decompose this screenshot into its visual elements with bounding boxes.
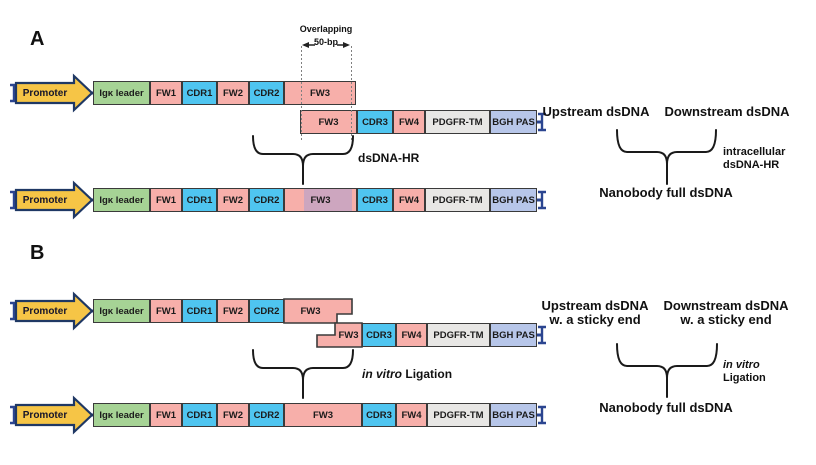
measure-arrowhead-left	[302, 42, 309, 48]
segment-igk-leader: Igκ leader	[93, 403, 150, 427]
segment-cdr3: CDR3	[357, 188, 393, 212]
measure-arrowhead-right	[343, 42, 350, 48]
segment-fw3-sticky-label: FW3	[300, 305, 321, 317]
construct-row-a-upstream: Promoter Igκ leader FW1 CDR1 FW2 CDR2 FW…	[0, 81, 816, 105]
segment-fw2: FW2	[217, 299, 249, 323]
segment-cdr2: CDR2	[249, 299, 284, 323]
segment-igk-leader: Igκ leader	[93, 299, 150, 323]
segment-cdr2: CDR2	[249, 81, 284, 105]
segment-pdgfr-tm: PDGFR-TM	[427, 323, 490, 347]
construct-row-b-downstream: FW3 CDR3 FW4 PDGFR-TM BGH PAS	[0, 323, 816, 347]
segment-fw3: FW3	[284, 403, 362, 427]
nanobody-full-dsdna-label-a: Nanobody full dsDNA	[599, 185, 733, 200]
segment-cdr3: CDR3	[362, 403, 396, 427]
segment-pdgfr-tm: PDGFR-TM	[427, 403, 490, 427]
segment-pdgfr-tm: PDGFR-TM	[425, 110, 490, 134]
segment-cdr2: CDR2	[249, 188, 284, 212]
upstream-dsdna-label-a: Upstream dsDNA	[542, 104, 650, 119]
segment-fw3: FW3	[284, 81, 356, 105]
segment-cdr1: CDR1	[182, 403, 217, 427]
upstream-dsdna-label-b: Upstream dsDNA	[541, 298, 649, 313]
segment-igk-leader: Igκ leader	[93, 188, 150, 212]
segment-bgh-pas: BGH PAS	[490, 110, 537, 134]
downstream-sticky-sublabel: w. a sticky end	[680, 312, 772, 327]
segment-fw2: FW2	[217, 81, 249, 105]
intracellular-note-line2: dsDNA-HR	[723, 159, 780, 171]
segment-bgh-pas: BGH PAS	[490, 323, 537, 347]
brace-intracellular-hr	[616, 129, 717, 165]
in-vitro-note-line1: in vitro	[723, 359, 760, 371]
brace-in-vitro-ligation	[252, 349, 354, 381]
segment-cdr3: CDR3	[362, 323, 396, 347]
overlap-measure: 50-bp	[313, 37, 339, 47]
nanobody-full-dsdna-label-b: Nanobody full dsDNA	[599, 400, 733, 415]
segment-cdr2: CDR2	[249, 403, 284, 427]
downstream-dsdna-label-a: Downstream dsDNA	[664, 104, 790, 119]
promoter-label: Promoter	[22, 409, 68, 421]
segment-fw4: FW4	[396, 323, 427, 347]
segment-cdr3: CDR3	[357, 110, 393, 134]
segment-bgh-pas: BGH PAS	[490, 188, 537, 212]
segment-fw4: FW4	[396, 403, 427, 427]
dsdna-hr-brace-label: dsDNA-HR	[358, 151, 420, 165]
segment-fw1: FW1	[150, 81, 182, 105]
in-vitro-ligation-note: in vitro Ligation	[723, 359, 766, 385]
segment-fw2: FW2	[217, 188, 249, 212]
in-vitro-ligation-brace-label: in vitro Ligation	[362, 367, 452, 381]
intracellular-note-line1: intracellular	[723, 146, 786, 158]
ligation-note-line2: Ligation	[723, 372, 766, 384]
segment-fw4: FW4	[393, 188, 425, 212]
segment-fw4: FW4	[393, 110, 425, 134]
intracellular-dsdna-hr-note: intracellular dsDNA-HR	[723, 146, 785, 172]
overlap-caption: Overlapping	[299, 24, 353, 34]
segment-fw1: FW1	[150, 299, 182, 323]
downstream-dsdna-label-b: Downstream dsDNA	[663, 298, 789, 313]
segment-pdgfr-tm: PDGFR-TM	[425, 188, 490, 212]
segment-fw3: FW3	[300, 110, 357, 134]
segment-igk-leader: Igκ leader	[93, 81, 150, 105]
ligation-word: Ligation	[405, 367, 453, 381]
segment-fw3-sticky-label: FW3	[338, 329, 359, 341]
panel-b-letter: B	[30, 242, 45, 264]
promoter-label: Promoter	[22, 194, 68, 206]
brace-in-vitro-ligation-right	[616, 343, 718, 379]
segment-cdr1: CDR1	[182, 299, 217, 323]
segment-cdr1: CDR1	[182, 81, 217, 105]
promoter-label: Promoter	[22, 305, 68, 317]
segment-fw2: FW2	[217, 403, 249, 427]
promoter-label: Promoter	[22, 87, 68, 99]
brace-dsdna-hr	[252, 135, 354, 167]
segment-fw1: FW1	[150, 188, 182, 212]
segment-fw3-label: FW3	[310, 194, 331, 206]
upstream-sticky-sublabel: w. a sticky end	[549, 312, 641, 327]
in-vitro-italic: in vitro	[362, 367, 403, 381]
segment-fw1: FW1	[150, 403, 182, 427]
segment-cdr1: CDR1	[182, 188, 217, 212]
segment-fw3-recombined: FW3	[284, 188, 357, 212]
panel-a-letter: A	[30, 28, 45, 50]
segment-bgh-pas: BGH PAS	[490, 403, 537, 427]
